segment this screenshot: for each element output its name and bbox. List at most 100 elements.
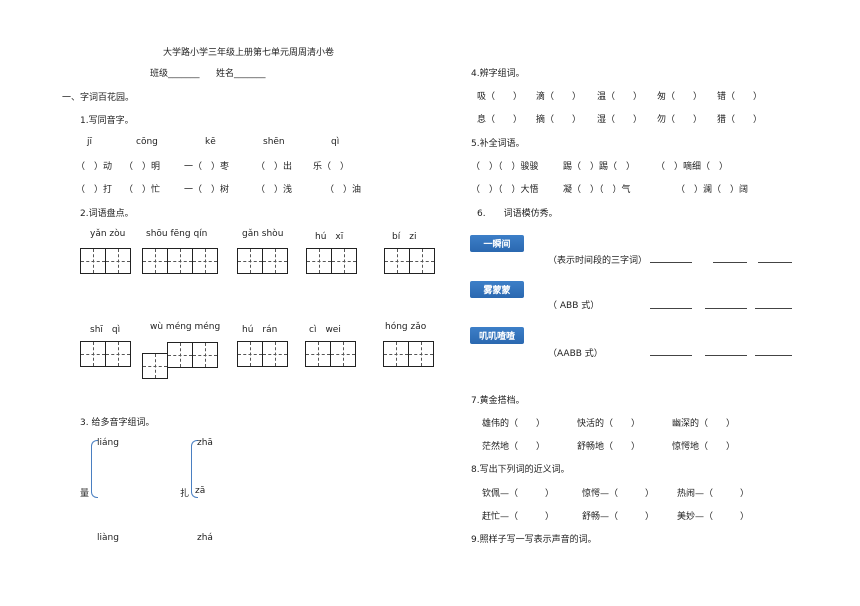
answer-line[interactable] [713,262,747,263]
q2-pinyin: shōu fēng qín [146,229,208,239]
q4-title: 4.辨字组词。 [471,69,525,79]
q4-item: 摘（ ） [536,115,582,125]
writing-grid[interactable] [383,341,434,367]
q7-item: 茫然地（ ） [482,442,546,452]
q2-pinyin: gǎn shòu [242,229,284,239]
q6-title: 6. 词语模仿秀。 [477,209,558,219]
writing-grid[interactable] [167,342,218,368]
pinyin-3: kē [205,137,216,147]
q4-item: 息（ ） [477,115,523,125]
q3-title: 3. 给多音字组词。 [80,418,155,428]
q4-item: 匆（ ） [657,92,703,102]
q4-item: 滴（ ） [536,92,582,102]
q6-hint: （表示时间段的三字词） [548,256,648,266]
q1-row1-item: （ ）出 [256,162,293,172]
q7-item: 舒畅地（ ） [577,442,641,452]
writing-grid[interactable] [237,248,288,274]
answer-line[interactable] [705,308,747,309]
writing-grid[interactable] [142,248,218,274]
q8-item: 舒畅—（ ） [582,512,655,522]
q2-pinyin: yǎn zòu [90,229,126,239]
example-tag: 一瞬间 [470,235,524,252]
example-tag: 叽叽喳喳 [470,327,524,344]
writing-grid[interactable] [305,341,356,367]
answer-line[interactable] [650,262,692,263]
section-title: 一、字词百花园。 [62,93,135,103]
q7-item: 惊愕地（ ） [672,442,736,452]
q2-pinyin: hóng zǎo [385,322,427,332]
writing-grid[interactable] [306,248,357,274]
q2-pinyin: cì wei [309,325,341,335]
writing-grid[interactable] [80,341,131,367]
q8-item: 美妙—（ ） [677,512,750,522]
answer-line[interactable] [650,308,692,309]
pinyin-4: shēn [263,137,285,147]
q4-item: 勿（ ） [657,115,703,125]
page-title: 大学路小学三年级上册第七单元周周清小卷 [163,48,335,58]
q1-row1-item: 一（ ）枣 [184,162,230,172]
answer-line[interactable] [755,308,792,309]
q6-hint: （AABB 式） [548,349,603,359]
q1-row2-item: 一（ ）树 [184,185,230,195]
q2-pinyin: shī qì [90,325,121,335]
q1-row2-item: （ ）油 [325,185,362,195]
example-tag: 雾蒙蒙 [470,281,524,298]
q4-item: 湿（ ） [597,115,643,125]
q7-title: 7.黄金搭档。 [471,396,525,406]
pinyin-2: cōng [136,137,158,147]
brace-1 [91,440,98,498]
brace-2 [191,440,198,498]
q8-item: 赶忙—（ ） [482,512,555,522]
answer-line[interactable] [705,355,747,356]
q3-char: 量 [80,489,90,499]
q8-item: 热闹—（ ） [677,489,750,499]
q3-pinyin: zhá [197,533,213,543]
q5-item: （ ）澜（ ）阔 [676,185,749,195]
q4-item: 温（ ） [597,92,643,102]
answer-line[interactable] [755,355,792,356]
pinyin-1: jī [87,137,93,147]
q3-pinyin: liáng [97,438,119,448]
q3-pinyin: zhā [197,438,213,448]
writing-grid[interactable] [80,248,131,274]
q7-item: 快活的（ ） [577,419,641,429]
q3-pinyin: liàng [97,533,119,543]
q9-title: 9.照样子写一写表示声音的词。 [471,535,597,545]
q8-title: 8.写出下列词的近义词。 [471,465,570,475]
q1-row1-item: 乐（ ） [313,162,350,172]
q6-hint: （ ABB 式） [548,301,600,311]
q2-pinyin: bí zi [392,232,417,242]
q5-title: 5.补全词语。 [471,139,525,149]
q2-pinyin: hú rán [242,325,278,335]
q5-item: 踢（ ）踢（ ） [563,162,636,172]
q5-item: （ ）（ ）骏骏 [471,162,539,172]
name-field: 姓名_______ [216,69,266,79]
writing-grid[interactable] [142,353,168,379]
writing-grid[interactable] [384,248,435,274]
q8-item: 钦佩—（ ） [482,489,555,499]
q5-item: 凝（ ）（ ）气 [563,185,631,195]
writing-grid[interactable] [237,341,288,367]
q1-row1-item: （ ）动 [76,162,113,172]
q1-row1-item: （ ）明 [124,162,161,172]
q4-item: 猎（ ） [717,115,763,125]
q2-pinyin: hú xī [315,232,344,242]
q5-item: （ ）（ ）大悟 [471,185,539,195]
q3-char: 扎 [180,489,190,499]
q4-item: 吸（ ） [477,92,523,102]
q2-pinyin: wù méng méng [150,322,221,332]
answer-line[interactable] [758,262,792,263]
q8-item: 惊愕—（ ） [582,489,655,499]
q1-row2-item: （ ）忙 [124,185,161,195]
q7-item: 雄伟的（ ） [482,419,546,429]
answer-line[interactable] [650,355,692,356]
q1-row2-item: （ ）打 [76,185,113,195]
q3-pinyin: zā [195,486,206,496]
class-field: 班级_______ [150,69,200,79]
q7-item: 幽深的（ ） [672,419,736,429]
q1-title: 1.写同音字。 [80,116,134,126]
q1-row2-item: （ ）浅 [256,185,293,195]
pinyin-5: qì [331,137,340,147]
q4-item: 错（ ） [717,92,763,102]
q2-title: 2.词语盘点。 [80,209,134,219]
